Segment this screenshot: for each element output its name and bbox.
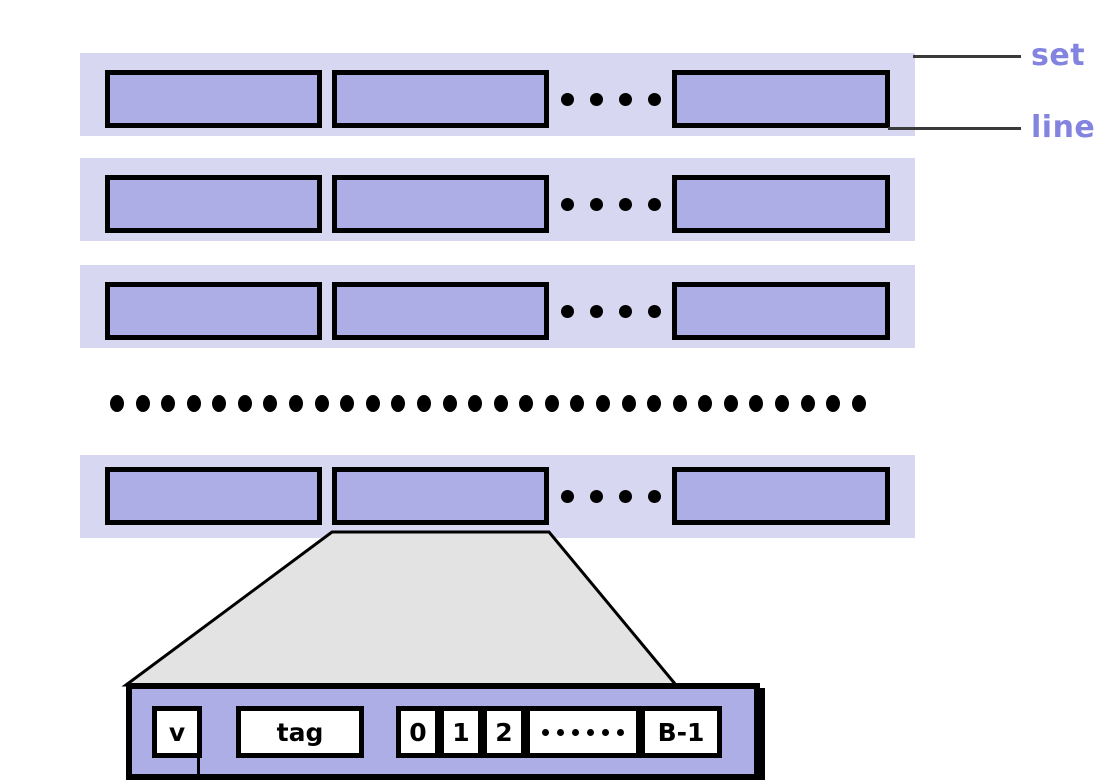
- ellipsis-dot: [289, 395, 304, 412]
- cache-line-1-last: [672, 175, 890, 233]
- ellipsis-dot: [561, 489, 574, 503]
- cache-line-detail: v tag 0 1 2 B-1: [126, 683, 760, 780]
- ellipsis-dot: [851, 395, 866, 412]
- set-last-line-ellipsis: [561, 467, 661, 525]
- ellipsis-dot: [749, 395, 764, 412]
- byte-cell-2: 2: [482, 706, 526, 758]
- ellipsis-dot: [587, 728, 594, 736]
- ellipsis-dot: [648, 92, 661, 106]
- ellipsis-dot: [561, 197, 574, 211]
- ellipsis-dot: [110, 395, 124, 412]
- set-callout-label: set: [1031, 38, 1086, 73]
- ellipsis-dot: [826, 395, 841, 412]
- cache-line-0-last: [672, 70, 890, 128]
- ellipsis-dot: [590, 304, 603, 318]
- ellipsis-dot: [468, 395, 483, 412]
- byte-cell-1: 1: [439, 706, 483, 758]
- set-0-line-ellipsis: [561, 70, 661, 128]
- set-1-line-ellipsis: [561, 175, 661, 233]
- ellipsis-dot: [672, 395, 687, 412]
- ellipsis-dot: [135, 395, 150, 412]
- sets-ellipsis: [110, 394, 866, 413]
- cache-line-2-0: [105, 282, 322, 340]
- ellipsis-dot: [442, 395, 457, 412]
- cache-line-0-1: [332, 70, 549, 128]
- ellipsis-dot: [365, 395, 380, 412]
- cache-line-1-0: [105, 175, 322, 233]
- ellipsis-dot: [314, 395, 329, 412]
- ellipsis-dot: [621, 395, 636, 412]
- ellipsis-dot: [619, 304, 632, 318]
- cache-line-2-1: [332, 282, 549, 340]
- ellipsis-dot: [263, 395, 278, 412]
- ellipsis-dot: [186, 395, 201, 412]
- zoom-trapezoid-shape: [121, 530, 680, 687]
- set-2-line-ellipsis: [561, 282, 661, 340]
- ellipsis-dot: [648, 197, 661, 211]
- valid-bit-cell: v: [152, 706, 202, 758]
- ellipsis-dot: [519, 395, 534, 412]
- ellipsis-dot: [493, 395, 508, 412]
- tag-cell: tag: [236, 706, 364, 758]
- ellipsis-dot: [619, 92, 632, 106]
- ellipsis-dot: [775, 395, 790, 412]
- ellipsis-dot: [617, 728, 624, 736]
- ellipsis-dot: [212, 395, 227, 412]
- ellipsis-dot: [161, 395, 176, 412]
- ellipsis-dot: [602, 728, 609, 736]
- byte-cell-0: 0: [396, 706, 440, 758]
- byte-ellipsis-dots: [542, 728, 624, 736]
- line-leader-line: [888, 127, 1021, 130]
- ellipsis-dot: [723, 395, 738, 412]
- line-callout-label: line: [1031, 110, 1096, 145]
- ellipsis-dot: [619, 197, 632, 211]
- ellipsis-dot: [544, 395, 559, 412]
- ellipsis-dot: [590, 489, 603, 503]
- ellipsis-dot: [237, 395, 252, 412]
- ellipsis-dot: [391, 395, 406, 412]
- byte-cell-last: B-1: [640, 706, 722, 758]
- ellipsis-dot: [416, 395, 431, 412]
- ellipsis-dot: [648, 489, 661, 503]
- ellipsis-dot: [557, 728, 564, 736]
- ellipsis-dot: [590, 92, 603, 106]
- ellipsis-dot: [698, 395, 713, 412]
- ellipsis-dot: [590, 197, 603, 211]
- cache-line-last-0: [105, 467, 322, 525]
- cache-line-2-last: [672, 282, 890, 340]
- cache-line-1-1: [332, 175, 549, 233]
- ellipsis-dot: [647, 395, 662, 412]
- ellipsis-dot: [800, 395, 815, 412]
- ellipsis-dot: [542, 728, 549, 736]
- ellipsis-dot: [595, 395, 610, 412]
- ellipsis-dot: [561, 304, 574, 318]
- cache-line-last-last: [672, 467, 890, 525]
- ellipsis-dot: [570, 395, 585, 412]
- ellipsis-dot: [619, 489, 632, 503]
- cache-line-last-1: [332, 467, 549, 525]
- ellipsis-dot: [648, 304, 661, 318]
- ellipsis-dot: [340, 395, 355, 412]
- byte-ellipsis-cell: [525, 706, 641, 758]
- ellipsis-dot: [561, 92, 574, 106]
- cache-line-0-0: [105, 70, 322, 128]
- valid-bit-tick: [197, 758, 200, 776]
- ellipsis-dot: [572, 728, 579, 736]
- set-leader-line: [913, 55, 1021, 58]
